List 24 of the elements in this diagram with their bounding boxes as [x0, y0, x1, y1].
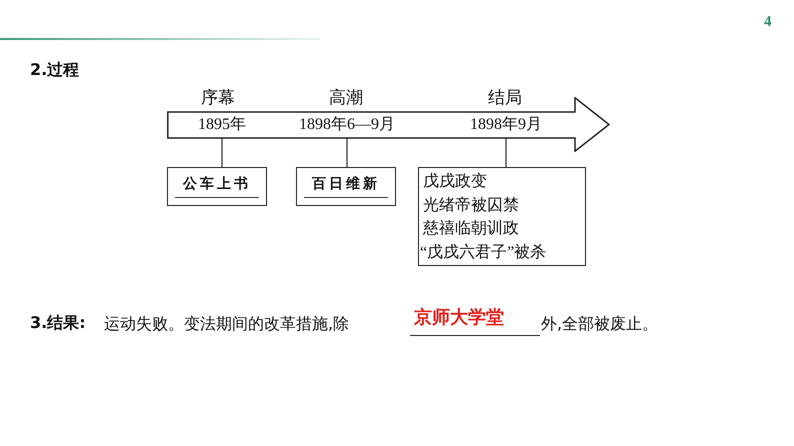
phase-label: 结局: [488, 87, 522, 109]
event-name: 公车上书: [182, 175, 252, 193]
event-text: 光绪帝被囚禁: [423, 196, 519, 216]
phase-label: 序幕: [201, 87, 235, 109]
answer-text: 京师大学堂: [414, 306, 504, 329]
section-heading: 3.结果:: [30, 313, 86, 334]
event-text: “戊戌六君子”被杀: [420, 242, 546, 262]
event-box: [167, 167, 267, 206]
date-label: 1898年6—9月: [299, 115, 395, 135]
section-heading: 2.过程: [30, 60, 80, 81]
connector-line: [221, 138, 223, 167]
connector-line: [505, 138, 507, 167]
event-text: 慈禧临朝训政: [423, 218, 519, 239]
date-label: 1895年: [198, 115, 246, 135]
event-text: 戊戌政变: [423, 172, 487, 192]
event-box: [296, 167, 396, 206]
phase-label: 高潮: [329, 87, 363, 109]
connector-line: [346, 138, 348, 167]
event-box: [418, 167, 586, 266]
page-number: 4: [764, 14, 772, 31]
sentence: 运动失败。变法期间的改革措施,除: [104, 314, 350, 335]
date-label: 1898年9月: [470, 115, 542, 135]
sentence: 外,全部被废止。: [541, 314, 658, 335]
event-name: 百日维新: [311, 175, 381, 193]
